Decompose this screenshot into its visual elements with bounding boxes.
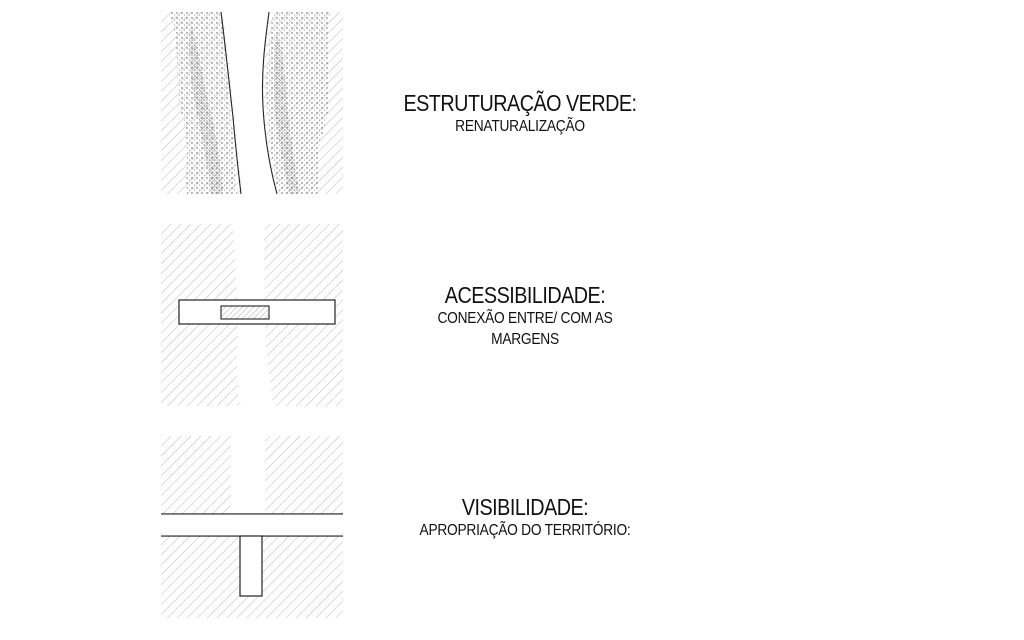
strategy-2-caption: ACESSIBILIDADE: CONEXÃO ENTRE/ COM AS MA… bbox=[365, 282, 685, 350]
strategy-3-caption: VISIBILIDADE: APROPRIAÇÃO DO TERRITÓRIO: bbox=[365, 494, 685, 541]
strategy-1-title: ESTRUTURAÇÃO VERDE: bbox=[403, 90, 637, 116]
strategy-1-subtitle: RENATURALIZAÇÃO bbox=[455, 118, 585, 135]
renaturalization-icon bbox=[161, 12, 343, 194]
pier-viewpoint-icon bbox=[161, 436, 343, 618]
strategy-1-caption: ESTRUTURAÇÃO VERDE: RENATURALIZAÇÃO bbox=[360, 90, 680, 137]
strategy-2-subtitle: CONEXÃO ENTRE/ COM AS MARGENS bbox=[437, 310, 613, 348]
accessibility-diagram bbox=[161, 224, 343, 406]
strategy-3-title: VISIBILIDADE: bbox=[461, 494, 589, 520]
visibility-diagram bbox=[161, 436, 343, 618]
strategy-3-subtitle: APROPRIAÇÃO DO TERRITÓRIO: bbox=[419, 522, 631, 539]
renaturalization-diagram bbox=[161, 12, 343, 194]
bridge-connection-icon bbox=[161, 224, 343, 406]
strategy-2-title: ACESSIBILIDADE: bbox=[444, 282, 606, 308]
